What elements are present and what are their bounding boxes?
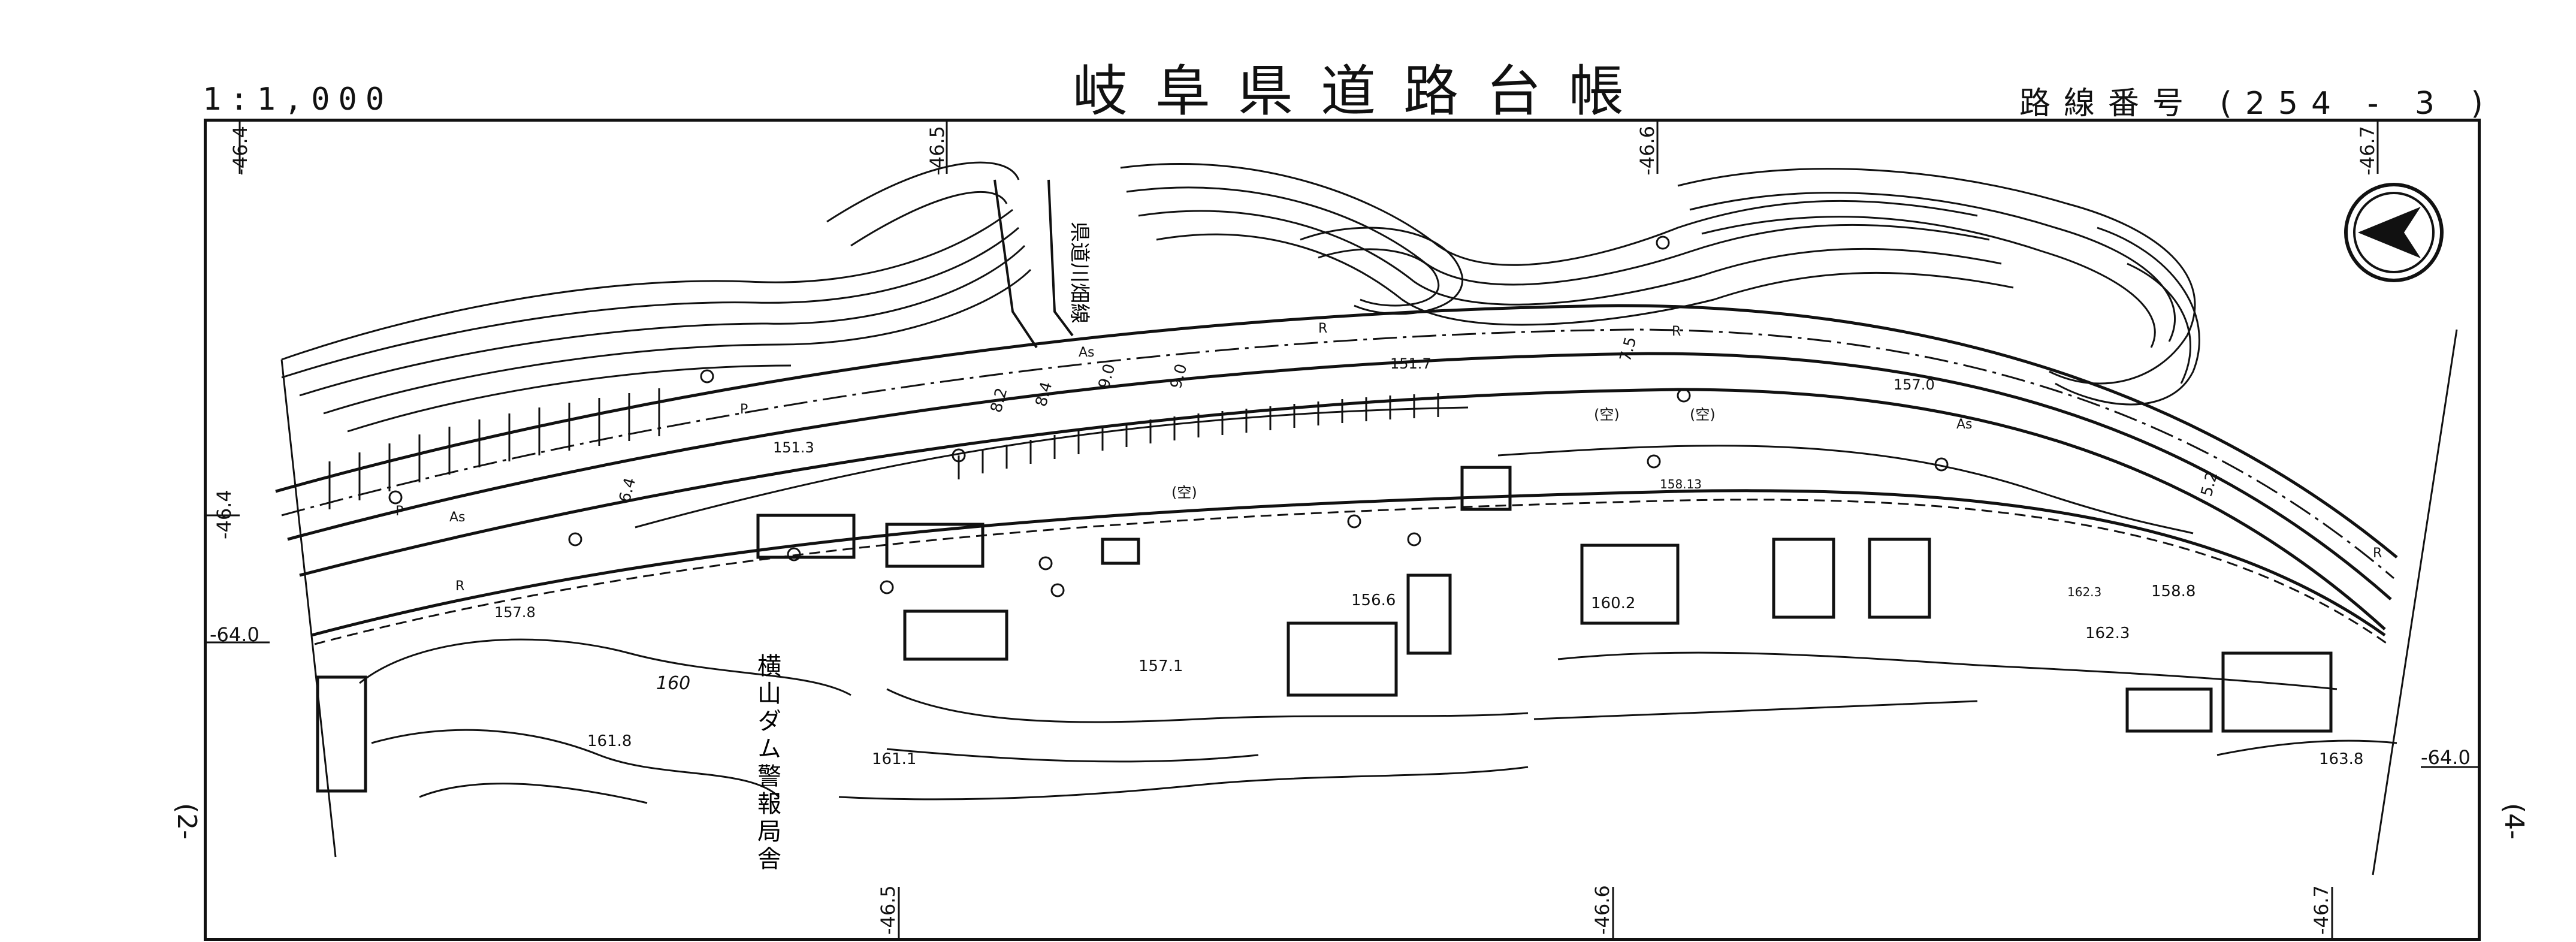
pole-mark: P: [395, 504, 403, 519]
elevation-5: 156.6: [1351, 591, 1396, 609]
blank-lot-1: (空): [1171, 484, 1197, 501]
elevation-labels: 151.3 151.7 157.0 157.8 156.6 157.1 160.…: [494, 355, 2363, 768]
map-scale: 1:1,000: [203, 81, 393, 117]
elevation-11: 162.3: [2085, 624, 2130, 642]
contour-value: 160: [656, 673, 690, 694]
elevation-7: 160.2: [1591, 594, 1635, 612]
retaining-wall: [328, 388, 2194, 535]
utility-symbols: [388, 236, 1949, 597]
asphalt-mark-3: As: [1956, 417, 1973, 432]
road-edge-mark-4: R: [2373, 546, 2382, 561]
route-label: 路線番号: [2019, 86, 2197, 122]
grade-mark-7: 5.2: [2198, 470, 2222, 499]
main-road: [275, 304, 2398, 645]
road-mark-labels: As As As R R R P P R: [395, 321, 2382, 594]
grid-labels: -46.4 -46.5 -46.6 -46.7 -46.5 -46.6 -46.…: [210, 126, 2471, 935]
elevation-1: 151.3: [773, 439, 814, 456]
elevation-3: 157.0: [1894, 376, 1935, 393]
map-frame: [204, 119, 2481, 941]
grid-top-4: -46.7: [2356, 126, 2379, 176]
road-edge-mark-3: R: [455, 579, 464, 594]
elevation-13: 161.1: [872, 750, 916, 768]
side-road: [993, 179, 1074, 349]
grade-mark-4: 9.0: [1167, 362, 1191, 391]
side-road-label: 県道川畑線: [1067, 222, 1091, 324]
grid-ticks: [207, 120, 2481, 941]
asphalt-mark: As: [1079, 345, 1095, 360]
elevation-10: 158.8: [2151, 582, 2196, 600]
grade-mark-2: 8.4: [1032, 380, 1056, 409]
route-value: (254 - 3 ): [2219, 86, 2496, 122]
contour-lines: [281, 161, 2200, 433]
grid-bottom-1: -46.5: [877, 885, 899, 935]
grid-top-2: -46.5: [926, 126, 949, 176]
grade-mark-1: 8.2: [987, 386, 1011, 415]
road-edge-mark-2: R: [1672, 324, 1681, 339]
grid-top-3: -46.6: [1636, 126, 1659, 176]
sheet-ref-left: (2-: [171, 803, 202, 840]
road-edge-mark: R: [1318, 321, 1327, 336]
elevation-8: 158.13: [1660, 477, 1702, 491]
building-label: 横山ダム警報局舎: [753, 653, 781, 874]
sheet-ref-right: (4-: [2499, 803, 2529, 840]
north-arrow-icon: [2344, 183, 2444, 282]
grid-right-1: -64.0: [2421, 746, 2471, 769]
asphalt-mark-2: As: [449, 510, 466, 525]
blank-lot-labels: (空) (空) (空): [1171, 406, 1716, 501]
pole-mark-2: P: [740, 402, 748, 417]
buildings: [316, 466, 2333, 793]
elevation-6: 157.1: [1138, 657, 1183, 675]
blank-lot-3: (空): [1690, 406, 1716, 423]
elevation-14: 163.8: [2319, 750, 2363, 768]
elevation-12: 161.8: [587, 732, 632, 750]
grade-mark-5: 7.5: [1617, 335, 1641, 364]
elevation-4: 157.8: [494, 604, 536, 621]
terrain-lines: [280, 329, 2458, 875]
grid-bottom-2: -46.6: [1591, 885, 1614, 935]
blank-lot-2: (空): [1594, 406, 1620, 423]
elevation-2: 151.7: [1390, 355, 1432, 372]
map-title: 岐阜県道路台帳: [1073, 59, 1652, 123]
route-number: 路線番号 (254 - 3 ): [2019, 78, 2496, 123]
grid-bottom-3: -46.7: [2310, 885, 2333, 935]
elevation-9: 162.3: [2067, 585, 2101, 599]
